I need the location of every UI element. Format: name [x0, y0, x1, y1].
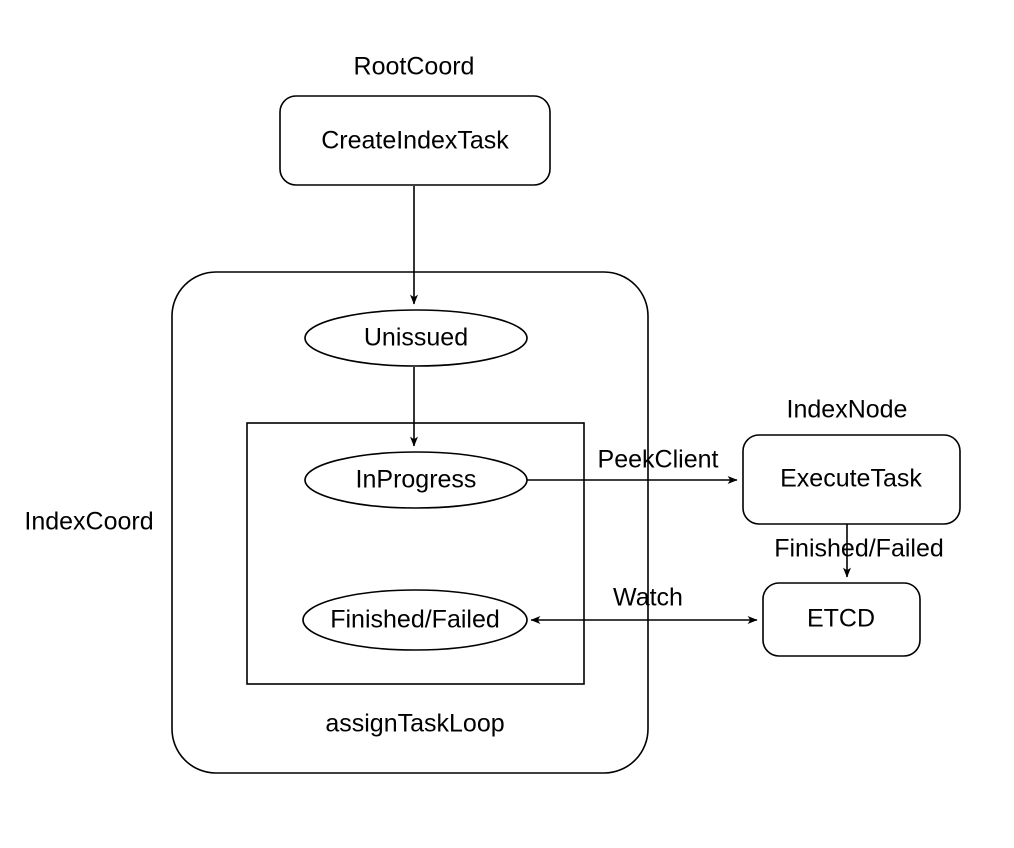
node-in-progress[interactable]: InProgress — [304, 451, 528, 509]
edge-etcd-to-finished: Watch — [530, 584, 758, 624]
finished-failed-label: Finished/Failed — [330, 606, 500, 634]
group-indexcoord: IndexCoord — [24, 271, 649, 774]
finished-failed-ellipse[interactable] — [302, 589, 528, 651]
indexcoord-container — [171, 271, 649, 774]
group-indexnode: IndexNode — [787, 396, 908, 424]
rootcoord-label: RootCoord — [354, 53, 475, 81]
edge-label-finished-failed: Finished/Failed — [774, 535, 944, 563]
assigntaskloop-container — [246, 422, 585, 685]
node-create-index-task[interactable]: CreateIndexTask — [279, 95, 551, 186]
node-etcd[interactable]: ETCD — [762, 582, 921, 657]
edge-label-watch: Watch — [613, 584, 683, 612]
create-index-task-box[interactable] — [279, 95, 551, 186]
indexcoord-label: IndexCoord — [24, 508, 153, 536]
edge-executetask-to-etcd: Finished/Failed — [774, 524, 944, 578]
in-progress-ellipse[interactable] — [304, 451, 528, 509]
etcd-label: ETCD — [807, 605, 875, 633]
assigntaskloop-label: assignTaskLoop — [325, 710, 504, 738]
indexnode-label: IndexNode — [787, 396, 908, 424]
unissued-ellipse[interactable] — [304, 309, 528, 367]
execute-task-label: ExecuteTask — [780, 465, 922, 493]
node-finished-failed-state[interactable]: Finished/Failed — [302, 589, 528, 651]
edge-inprogress-to-executetask: PeekClient — [527, 446, 738, 484]
group-rootcoord: RootCoord — [354, 53, 475, 81]
group-assigntaskloop: assignTaskLoop — [246, 422, 585, 738]
create-index-task-label: CreateIndexTask — [321, 127, 509, 155]
edge-label-peekclient: PeekClient — [598, 446, 719, 474]
in-progress-label: InProgress — [356, 466, 477, 494]
etcd-box[interactable] — [762, 582, 921, 657]
unissued-label: Unissued — [364, 324, 468, 352]
node-execute-task[interactable]: ExecuteTask — [742, 434, 961, 525]
node-unissued[interactable]: Unissued — [304, 309, 528, 367]
execute-task-box[interactable] — [742, 434, 961, 525]
